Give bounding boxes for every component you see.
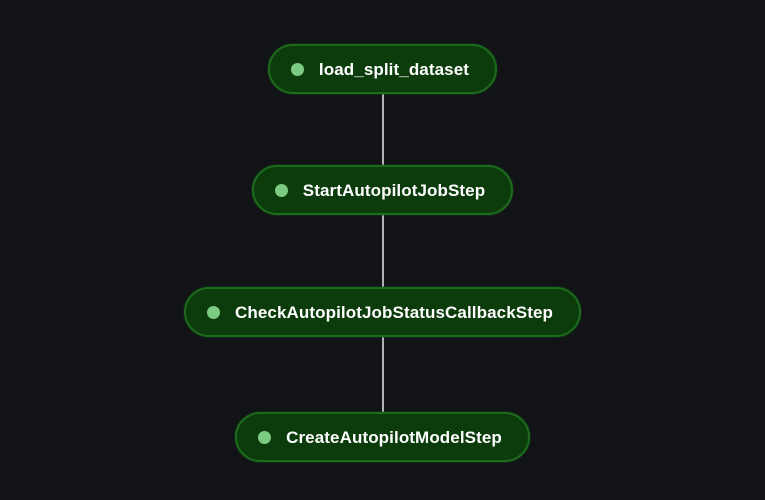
pipeline-edge-3: [381, 337, 384, 412]
pipeline-edge-2: [381, 215, 384, 287]
pipeline-node-label: load_split_dataset: [318, 59, 470, 79]
pipeline-node-label: StartAutopilotJobStep: [302, 180, 486, 200]
pipeline-node-start-autopilot-job-step[interactable]: StartAutopilotJobStep: [251, 165, 514, 215]
pipeline-node-load-split-dataset[interactable]: load_split_dataset: [267, 44, 498, 94]
status-dot-success-icon: [206, 305, 220, 319]
status-dot-success-icon: [290, 62, 304, 76]
status-dot-success-icon: [258, 430, 272, 444]
pipeline-node-check-autopilot-job-status-callback-step[interactable]: CheckAutopilotJobStatusCallbackStep: [183, 287, 582, 337]
pipeline-node-label: CreateAutopilotModelStep: [286, 427, 502, 447]
pipeline-edge-1: [381, 94, 384, 165]
pipeline-node-create-autopilot-model-step[interactable]: CreateAutopilotModelStep: [235, 412, 530, 462]
status-dot-success-icon: [274, 183, 288, 197]
pipeline-node-label: CheckAutopilotJobStatusCallbackStep: [234, 302, 554, 322]
